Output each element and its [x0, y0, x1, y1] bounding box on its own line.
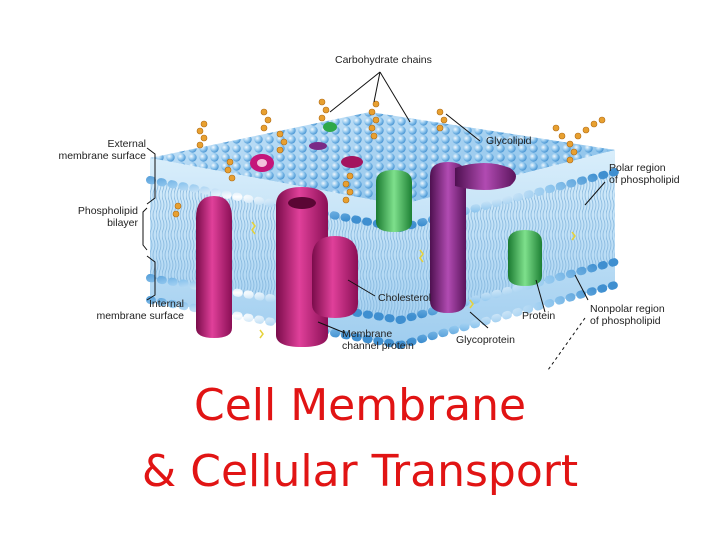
carbohydrate-chains	[172, 98, 606, 218]
proteins	[196, 122, 542, 347]
label-internal-membrane-surface: Internal membrane surface	[96, 298, 184, 322]
label-phospholipid-bilayer: Phospholipid bilayer	[77, 205, 138, 229]
slide-title-line-2: & Cellular Transport	[141, 446, 579, 497]
label-polar-region: Polar region of phospholipid	[609, 162, 680, 186]
cell-membrane-diagram	[142, 71, 619, 371]
slide-title-line-1: Cell Membrane	[193, 380, 527, 431]
label-external-membrane-surface: External membrane surface	[58, 138, 146, 162]
protein-magenta-left	[196, 196, 232, 338]
label-membrane-channel-protein: Membrane channel protein	[342, 328, 414, 352]
protein-disc-4	[323, 122, 337, 132]
label-carbohydrate-chains: Carbohydrate chains	[335, 54, 432, 66]
label-glycolipid: Glycolipid	[486, 135, 532, 147]
protein-green-top	[376, 170, 412, 232]
protein-green-side	[508, 230, 542, 286]
label-glycoprotein: Glycoprotein	[456, 334, 515, 346]
protein-disc-2	[341, 156, 363, 168]
label-nonpolar-region: Nonpolar region of phospholipid	[590, 303, 665, 327]
label-cholesterol: Cholesterol	[378, 292, 432, 304]
membrane-top-heads	[150, 112, 615, 205]
protein-purple-top	[455, 163, 516, 190]
label-protein: Protein	[522, 310, 556, 322]
pointer-lines	[142, 71, 606, 371]
protein-purple-center	[430, 162, 466, 313]
protein-disc-3	[309, 142, 327, 150]
cholesterol-marks	[251, 221, 576, 339]
protein-magenta-center	[312, 236, 358, 318]
